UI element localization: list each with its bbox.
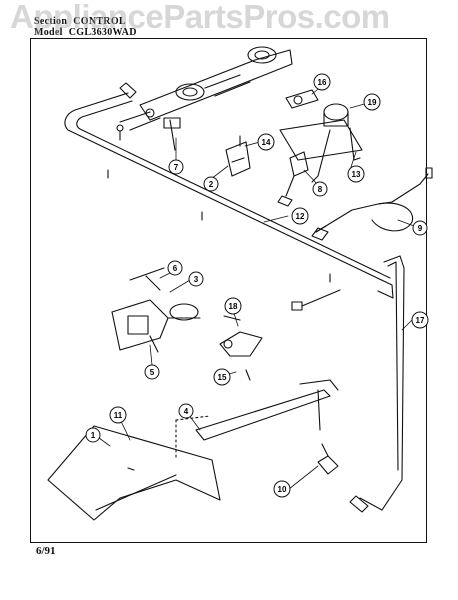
bracket-8 bbox=[277, 151, 309, 207]
long-bolt bbox=[291, 289, 341, 311]
callout-6-label: 6 bbox=[173, 264, 178, 273]
callout-7: 7 bbox=[168, 159, 184, 175]
diagram-frame bbox=[30, 38, 427, 543]
fitting-10 bbox=[317, 443, 339, 475]
model-label: Model bbox=[34, 27, 63, 38]
section-label: Section bbox=[34, 16, 68, 27]
callout-13-label: 13 bbox=[352, 170, 361, 179]
callout-8-label: 8 bbox=[318, 185, 323, 194]
callout-8: 8 bbox=[312, 181, 328, 197]
callout-9: 9 bbox=[412, 220, 428, 236]
callout-18-label: 18 bbox=[229, 302, 238, 311]
model-value: CGL3630WAD bbox=[68, 27, 137, 38]
burner-assembly bbox=[119, 46, 293, 151]
callout-18: 18 bbox=[224, 297, 242, 315]
small-valve-assembly bbox=[219, 315, 263, 381]
callout-5: 5 bbox=[144, 364, 160, 380]
bracket-group bbox=[225, 135, 251, 177]
callout-2: 2 bbox=[203, 176, 219, 192]
callout-14-label: 14 bbox=[262, 138, 271, 147]
callout-14: 14 bbox=[257, 133, 275, 151]
callout-1: 1 bbox=[85, 427, 101, 443]
callout-17: 17 bbox=[411, 311, 429, 329]
callout-19: 19 bbox=[363, 93, 381, 111]
callout-10: 10 bbox=[273, 480, 291, 498]
thermostat-group bbox=[279, 89, 363, 183]
callout-3-label: 3 bbox=[194, 275, 199, 284]
callout-2-label: 2 bbox=[209, 180, 214, 189]
callout-6: 6 bbox=[167, 260, 183, 276]
callout-12-label: 12 bbox=[296, 212, 305, 221]
callout-3: 3 bbox=[188, 271, 204, 287]
callout-7-label: 7 bbox=[174, 163, 179, 172]
manifold-pipe bbox=[64, 82, 394, 299]
callout-16: 16 bbox=[313, 73, 331, 91]
callout-9-label: 9 bbox=[418, 224, 423, 233]
callout-17-label: 17 bbox=[416, 316, 425, 325]
shield-and-tube bbox=[47, 379, 339, 521]
callout-1-label: 1 bbox=[91, 431, 96, 440]
igniter-lead bbox=[311, 167, 433, 241]
watermark: AppliancePartsPros.com bbox=[10, 0, 390, 35]
callout-19-label: 19 bbox=[368, 98, 377, 107]
callout-11: 11 bbox=[109, 406, 127, 424]
callout-5-label: 5 bbox=[150, 368, 155, 377]
gas-valve-assembly bbox=[111, 267, 201, 353]
callout-11-label: 11 bbox=[114, 411, 123, 420]
revision-date: 6/91 bbox=[36, 545, 56, 557]
callout-4: 4 bbox=[178, 403, 194, 419]
callout-10-label: 10 bbox=[278, 485, 287, 494]
section-value: CONTROL bbox=[73, 16, 126, 27]
section-line: Section CONTROL bbox=[34, 16, 126, 27]
callout-4-label: 4 bbox=[184, 407, 189, 416]
model-line: Model CGL3630WAD bbox=[34, 27, 137, 38]
callout-12: 12 bbox=[291, 207, 309, 225]
callout-13: 13 bbox=[347, 165, 365, 183]
callout-15-label: 15 bbox=[218, 373, 227, 382]
callout-16-label: 16 bbox=[318, 78, 327, 87]
callout-15: 15 bbox=[213, 368, 231, 386]
tube-17 bbox=[349, 255, 405, 513]
